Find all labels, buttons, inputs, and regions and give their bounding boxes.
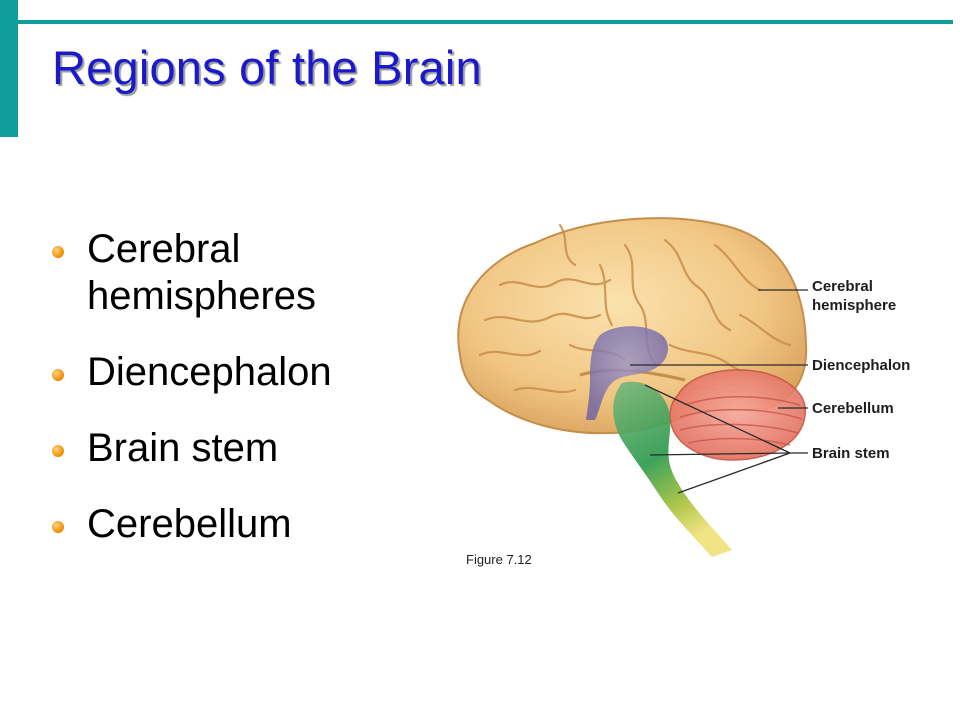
accent-line [18, 20, 953, 24]
bullet-text: Diencephalon [87, 350, 332, 394]
bullet-text: Cerebral [87, 227, 241, 271]
bullet-list: Cerebral hemispheres Diencephalon Brain … [52, 226, 442, 577]
bullet-dot-icon [52, 445, 64, 457]
bullet-text: Brain stem [87, 426, 279, 470]
leader-lines [630, 289, 808, 494]
cerebellum-shape [669, 369, 806, 461]
bullet-diencephalon: Diencephalon [52, 349, 442, 396]
accent-bar [0, 0, 18, 137]
bullet-cerebral-hemispheres: Cerebral hemispheres [52, 226, 442, 320]
brain-diagram: Cerebral hemisphere Diencephalon Cerebel… [457, 217, 910, 557]
bullet-brain-stem: Brain stem [52, 425, 442, 472]
figure-caption: Figure 7.12 [466, 552, 532, 567]
label-cerebral-hemisphere-2: hemisphere [812, 297, 896, 314]
bullet-dot-icon [52, 246, 64, 258]
bullet-text: Cerebellum [87, 502, 292, 546]
bullet-text-continued: hemispheres [87, 274, 317, 318]
bullet-dot-icon [52, 521, 64, 533]
label-diencephalon: Diencephalon [812, 357, 910, 374]
label-brain-stem: Brain stem [812, 445, 890, 462]
label-cerebral-hemisphere-1: Cerebral [812, 278, 873, 295]
bullet-dot-icon [52, 369, 64, 381]
diencephalon-shape [586, 326, 668, 420]
label-cerebellum: Cerebellum [812, 400, 894, 417]
slide-title: Regions of the Brain [52, 41, 482, 94]
brain-stem-shape [613, 381, 732, 557]
bullet-cerebellum: Cerebellum [52, 501, 442, 548]
